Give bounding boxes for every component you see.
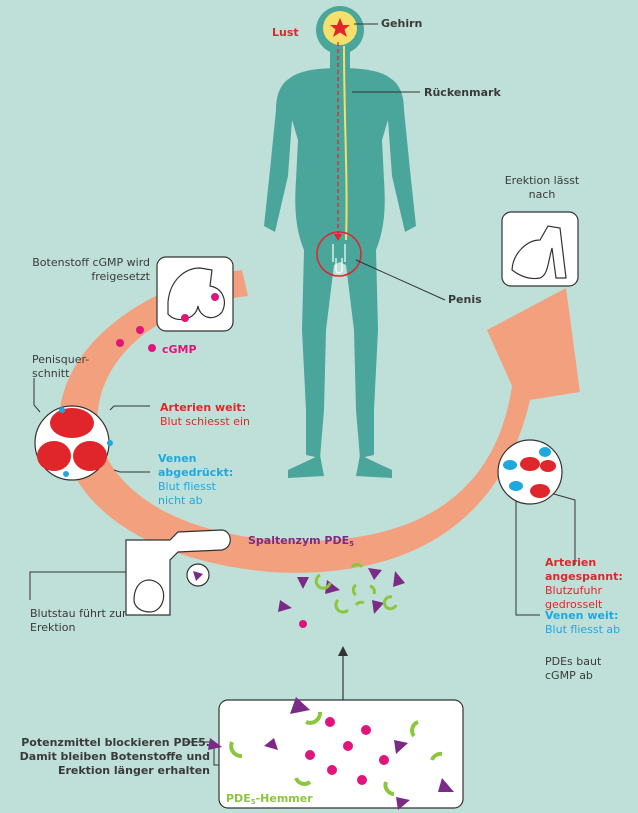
- cgmp-dot: [148, 344, 156, 352]
- arterien-angespannt-text: Blutzufuhr gedrosselt: [545, 584, 633, 612]
- arterien-weit-label: Arterien weit: Blut schiesst ein: [160, 401, 310, 429]
- label-spaltenzym: Spaltenzym PDE5: [248, 534, 354, 551]
- label-penisquerschnitt: Penisquer- schnitt: [32, 353, 104, 381]
- cross-section-narrow: [498, 440, 562, 504]
- vein-compressed: [107, 440, 113, 446]
- artery-wide: [73, 441, 107, 471]
- cgmp-dot: [181, 314, 189, 322]
- artery-wide: [37, 441, 71, 471]
- label-cgmp: cGMP: [162, 343, 197, 357]
- label-potenzmittel: Potenzmittel blockieren PDE5. Damit blei…: [14, 736, 210, 778]
- spaltenzym-text: Spaltenzym PDE: [248, 534, 349, 547]
- venen-abgedrueckt-label: Venen abgedrückt: Blut fliesst nicht ab: [158, 452, 242, 508]
- artery-narrow: [540, 460, 556, 472]
- arterien-angespannt-title: Arterien angespannt:: [545, 556, 633, 584]
- cgmp-dot: [211, 293, 219, 301]
- label-botenstoff: Botenstoff cGMP wird freigesetzt: [10, 256, 150, 284]
- artery-wide: [50, 408, 94, 438]
- inhibitor-arrow-head: [338, 646, 348, 656]
- arterien-angespannt-label: Arterien angespannt: Blutzufuhr gedrosse…: [545, 556, 633, 612]
- venen-weit-text: Blut fliesst ab: [545, 623, 635, 637]
- vein-wide: [509, 481, 523, 491]
- cgmp-dot: [116, 339, 124, 347]
- artery-narrow: [520, 457, 540, 471]
- venen-weit-title: Venen weit:: [545, 609, 635, 623]
- artery-narrow: [530, 484, 550, 498]
- venen-abgedrueckt-title: Venen abgedrückt:: [158, 452, 242, 480]
- label-rueckenmark: Rückenmark: [424, 86, 501, 100]
- vein-compressed: [63, 471, 69, 477]
- venen-abgedrueckt-text: Blut fliesst nicht ab: [158, 480, 242, 508]
- cgmp-dot: [136, 326, 144, 334]
- vein-compressed: [59, 407, 65, 413]
- hemmer-text: PDE: [226, 792, 251, 805]
- vein-wide: [539, 447, 551, 457]
- cgmp-dot: [299, 620, 307, 628]
- label-hemmer: PDE5-Hemmer: [226, 792, 313, 809]
- label-gehirn: Gehirn: [381, 17, 422, 31]
- erect-penis-icon: [126, 530, 230, 615]
- label-lust: Lust: [272, 26, 299, 40]
- spaltenzym-sub: 5: [349, 540, 354, 548]
- arterien-weit-title: Arterien weit:: [160, 401, 310, 415]
- vein-wide: [503, 460, 517, 470]
- erection-subsides-box: [502, 212, 578, 286]
- hemmer-suffix: -Hemmer: [256, 792, 313, 805]
- venen-weit-label: Venen weit: Blut fliesst ab: [545, 609, 635, 637]
- label-erektion-laesst-nach: Erektion lässt nach: [500, 174, 584, 202]
- label-penis: Penis: [448, 293, 482, 307]
- label-blutstau: Blutstau führt zur Erektion: [30, 607, 136, 635]
- arterien-weit-text: Blut schiesst ein: [160, 415, 310, 429]
- label-pdes-baut: PDEs baut cGMP ab: [545, 655, 625, 683]
